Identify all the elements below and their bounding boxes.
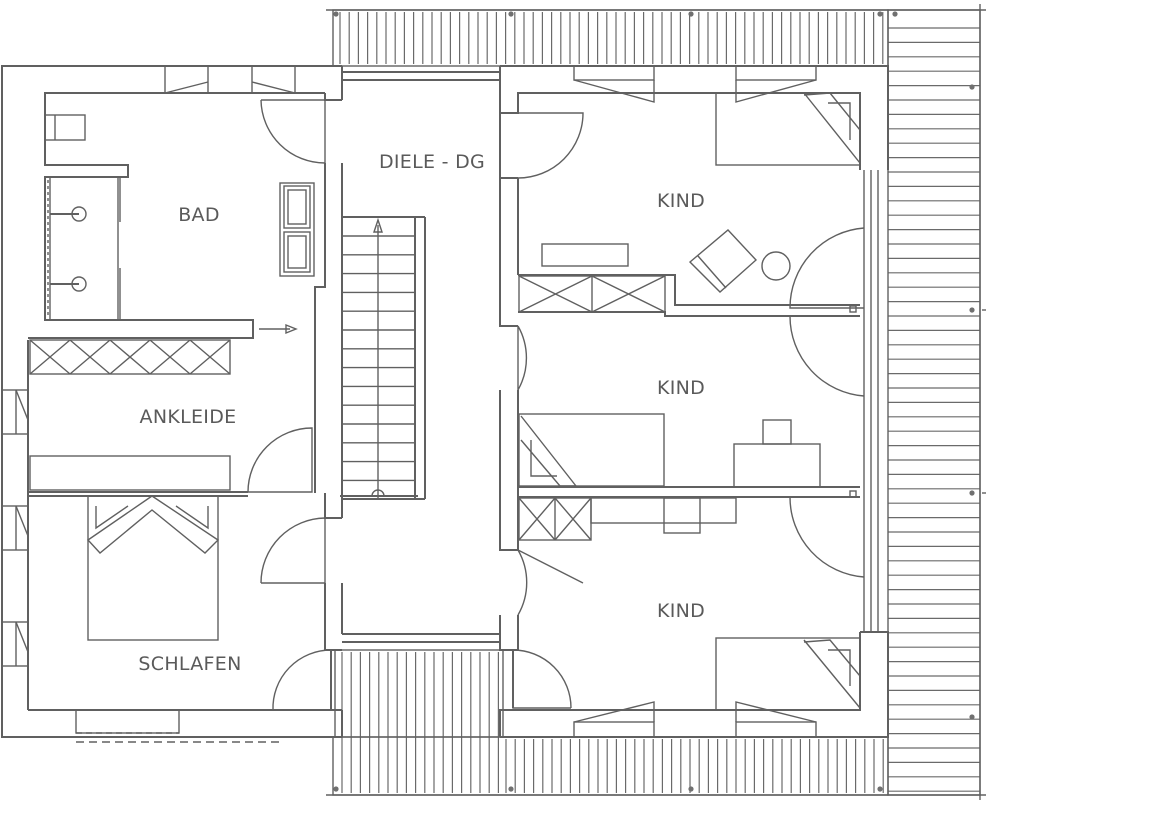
room-label-schlafen: SCHLAFEN	[138, 653, 241, 675]
doors	[247, 99, 865, 711]
interior-walls	[28, 92, 861, 711]
roof-top	[339, 12, 884, 64]
roof-right	[888, 27, 980, 792]
room-label-kind-2: KIND	[657, 377, 705, 399]
room-label-kind-3: KIND	[657, 600, 705, 622]
room-label-bad: BAD	[178, 204, 220, 226]
wardrobe-x-bad	[29, 339, 231, 375]
roof-bottom	[505, 739, 884, 793]
room-labels: DIELE - DG BAD ANKLEIDE SCHLAFEN KIND KI…	[138, 151, 705, 675]
room-label-diele: DIELE - DG	[379, 151, 485, 173]
staircase	[340, 216, 426, 500]
room-label-kind-1: KIND	[657, 190, 705, 212]
room-label-ankleide: ANKLEIDE	[140, 406, 237, 428]
windows	[1, 65, 879, 743]
roof-dots	[333, 11, 975, 792]
roof-center-bottom	[341, 652, 499, 793]
